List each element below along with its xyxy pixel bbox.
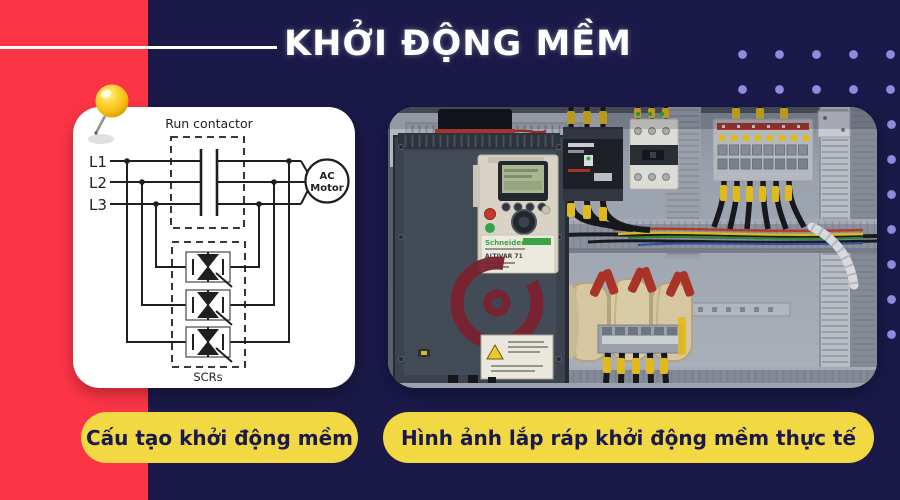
page-title: KHỞI ĐỘNG MỀM xyxy=(283,24,633,64)
run-button xyxy=(485,223,495,233)
drive-unit: Schneider ALTIVAR 71 xyxy=(393,133,569,383)
header-divider-line xyxy=(0,46,277,49)
phase-label-l1: L1 xyxy=(89,153,107,171)
junction-dots xyxy=(124,158,292,207)
motor-label-motor: Motor xyxy=(310,183,343,194)
run-contactor-label: Run contactor xyxy=(165,116,253,131)
motor-label-ac: AC xyxy=(319,171,334,182)
fuse-cover xyxy=(438,109,512,132)
motor-circuit-breaker xyxy=(629,107,679,190)
caption-left: Cấu tạo khởi động mềm xyxy=(81,412,358,463)
spiral-hose xyxy=(807,222,859,290)
scr-box xyxy=(171,241,246,368)
phase-label-l3: L3 xyxy=(89,196,107,214)
circuit-breaker-mccb xyxy=(563,107,651,233)
dot-pattern-right-edge xyxy=(873,107,900,352)
brand-text: Schneider xyxy=(485,239,525,247)
scr-symbols xyxy=(185,251,233,363)
phase-label-l2: L2 xyxy=(89,174,107,192)
run-contactor-box xyxy=(170,136,245,229)
model-text: ALTIVAR 71 xyxy=(485,253,523,260)
drive-spec-label xyxy=(480,334,554,380)
soft-starter-circuit-diagram: AC Motor Run contactor L1 L2 L3 SCRs xyxy=(89,116,350,384)
diagram-card: AC Motor Run contactor L1 L2 L3 SCRs xyxy=(73,107,355,388)
pushpin-icon xyxy=(88,84,129,144)
ac-motor-symbol xyxy=(304,158,350,204)
stop-button xyxy=(484,208,496,220)
terminal-blocks xyxy=(711,107,814,230)
caption-right: Hình ảnh lắp ráp khởi động mềm thực tế xyxy=(383,412,874,463)
scrs-label: SCRs xyxy=(193,370,222,384)
soft-starter-cabinet-photo: Schneider ALTIVAR 71 xyxy=(388,107,877,383)
dot-pattern-top-right xyxy=(724,37,900,107)
photo-card: Schneider ALTIVAR 71 xyxy=(388,107,877,388)
